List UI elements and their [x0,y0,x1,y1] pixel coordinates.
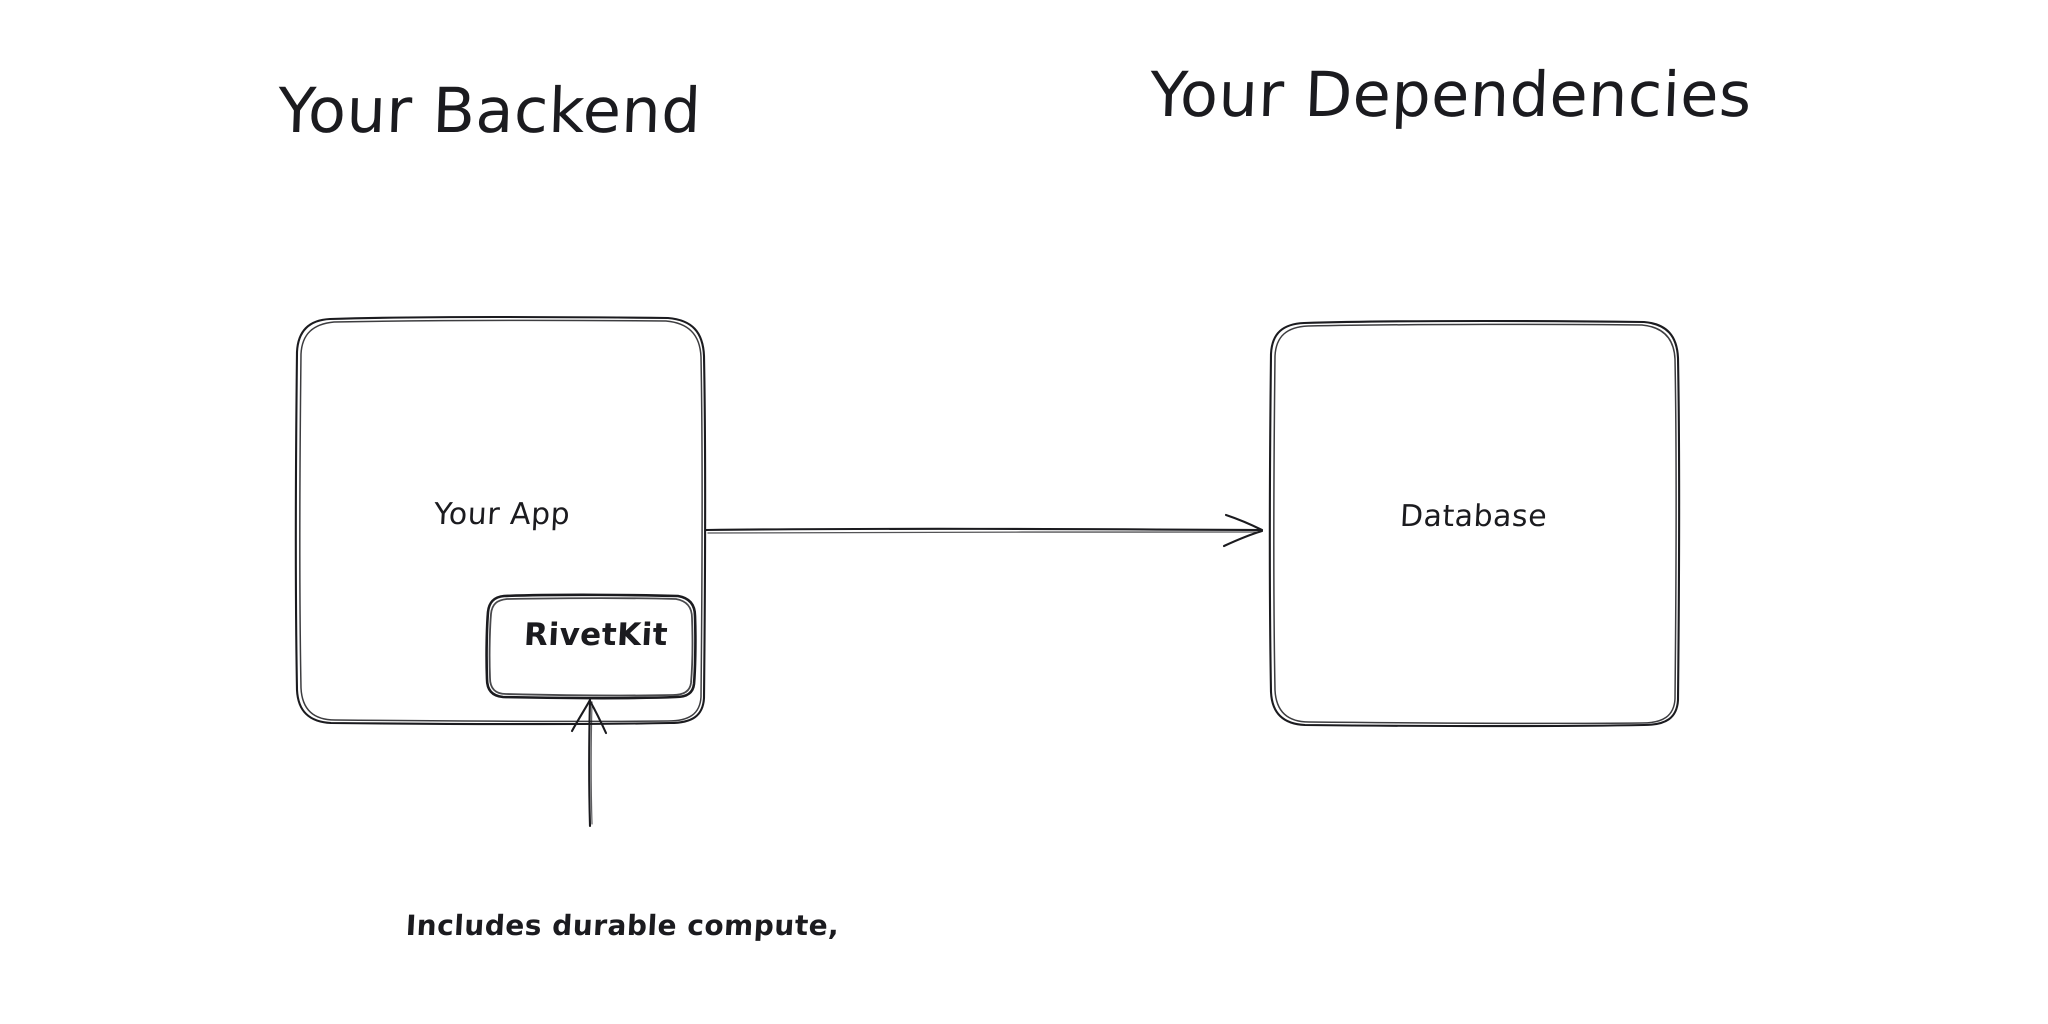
section-title-dependencies: Your Dependencies [1148,58,1754,131]
node-label-rivetkit: RivetKit [523,617,669,653]
rivetkit-box-outline [485,593,697,700]
arrow-note-to-rivetkit [570,698,608,828]
annotation-line-1: Includes durable compute, [404,908,841,942]
your-app-box-outline-second-pass [299,319,703,723]
node-label-your-app: Your App [433,497,572,532]
arrow-app-to-database [704,513,1264,548]
your-app-box-outline [294,315,707,726]
section-title-backend: Your Backend [276,74,703,147]
node-label-database: Database [1399,499,1549,534]
annotation-note: Includes durable compute, real-time, sch… [389,834,841,1024]
database-box-outline-second-pass [1273,323,1677,725]
annotation-line-2: real-time, scheduling, [399,1019,821,1024]
database-box-outline [1268,319,1681,728]
rivetkit-box-outline-second-pass [488,597,694,697]
